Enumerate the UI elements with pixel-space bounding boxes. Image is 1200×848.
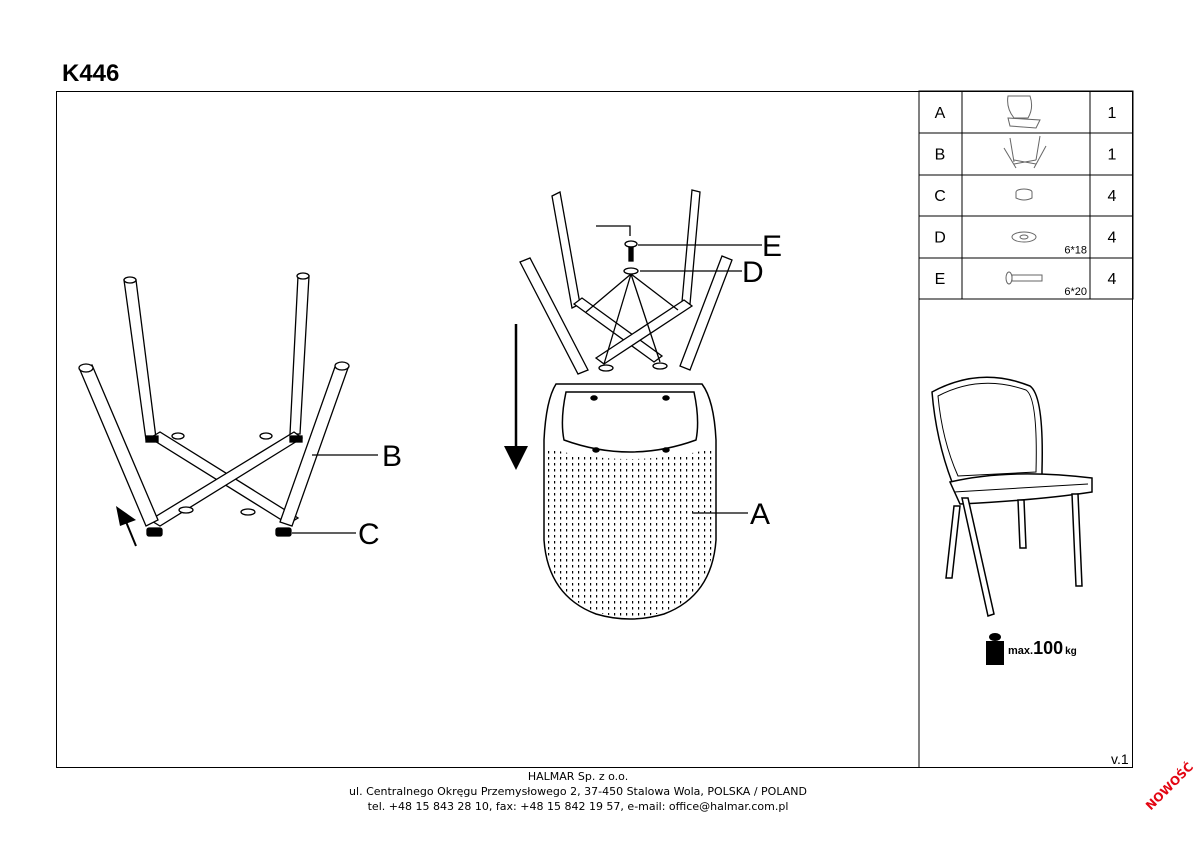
bolt-head-icon [624,240,638,248]
product-code: K446 [62,60,120,87]
chair-backrest [931,376,1043,483]
callout-e: E [762,230,782,263]
chair-seat [948,473,1093,505]
mount-plate [171,432,185,440]
glide-icon [1015,188,1033,201]
leg-back-left [551,191,581,309]
footer-company: HALMAR Sp. z o.o. [527,770,629,783]
part-letter: D [934,230,946,247]
footer: HALMAR Sp. z o.o. ul. Centralnego Okręgu… [0,769,1156,814]
callout-d: D [742,256,764,289]
leg-front-right [679,255,733,371]
part-spec: 6*20 [1064,286,1087,298]
parts-row: D 4 6*18 [934,230,1116,257]
assembled-chair [931,376,1093,617]
mount-plate [259,432,273,440]
part-letter: E [935,271,946,288]
part-quantity: 4 [1108,188,1117,205]
hardware-stack [585,225,679,365]
bolt-shank [628,246,634,262]
flip-arrow [116,506,137,547]
mount-plate [598,364,614,372]
washer-icon [1011,231,1037,243]
glide-c [145,435,159,443]
chair-leg [1017,499,1027,549]
part-quantity: 1 [1108,105,1117,122]
part-quantity: 1 [1108,146,1117,163]
part-quantity: 4 [1108,230,1117,247]
mount-plate [178,506,194,514]
parts-table-border [918,90,1134,300]
leg-end [78,363,94,373]
footer-contact: tel. +48 15 843 28 10, fax: +48 15 842 1… [367,800,789,813]
down-arrow [504,324,528,470]
weight-icon [986,633,1004,665]
leg-end [334,361,350,371]
allen-key-icon [596,225,631,236]
legs-frame-icon [1003,135,1047,169]
washer-icon [623,267,639,275]
glide-c [146,527,163,537]
part-letter: A [935,105,946,122]
parts-row: E 4 6*20 [935,271,1117,298]
leg-back-right [681,189,701,305]
callout-c: C [358,518,380,551]
drawing-frame [56,91,1133,768]
footer-address: ul. Centralnego Okręgu Przemysłowego 2, … [349,785,807,798]
leg-front-left [519,257,589,375]
leg-back-left [123,279,157,441]
leg-back-right [289,275,310,435]
glide-c [289,435,303,443]
leg-end [296,272,310,280]
legs-frame-left [78,272,350,537]
glide-c [275,527,292,537]
mount-plate [240,508,256,516]
chair-leg [961,497,995,617]
parts-table [918,90,1134,768]
legs-frame-middle [519,189,733,375]
part-letter: B [935,146,946,163]
part-spec: 6*18 [1064,245,1087,257]
leg-end [123,276,137,284]
bolt-icon [1005,271,1043,285]
chair-leg [1071,493,1083,587]
version-label: v.1 [1111,751,1129,767]
seat-icon [1007,95,1041,129]
chair-leg [945,505,961,579]
seat-a [543,383,717,620]
mount-plate [652,362,668,370]
part-letter: C [934,188,946,205]
callout-a: A [750,498,770,531]
part-quantity: 4 [1108,271,1117,288]
callout-b: B [382,440,402,473]
